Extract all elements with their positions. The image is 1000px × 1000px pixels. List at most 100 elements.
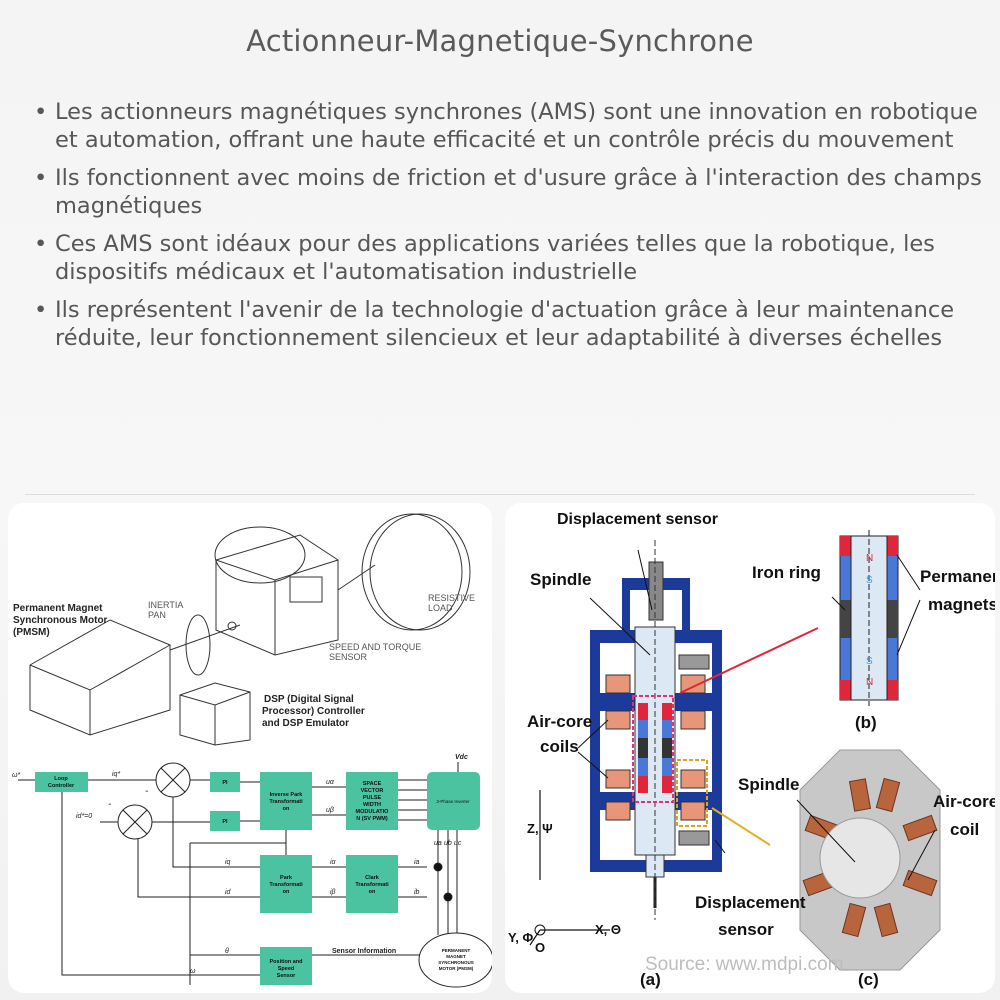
origin-label: O xyxy=(535,940,545,955)
inverter-label: 3-Phase Inverter xyxy=(436,799,470,804)
position-sensor-label: Sensor xyxy=(277,973,297,979)
block-signal-labels: ω* iq* id*=0 - - uα uβ Vdc ua ub uc iq i… xyxy=(12,754,468,975)
pole-n-label: N xyxy=(866,677,873,688)
i-beta-label: iβ xyxy=(330,889,336,896)
dsp-label: DSP (Digital Signal xyxy=(264,694,354,705)
position-sensor-label: Speed xyxy=(278,966,295,972)
pole-s-label: S xyxy=(866,575,873,586)
bullet-item: •Ils fonctionnent avec moins de friction… xyxy=(34,164,984,220)
inverse-park-label: Inverse Park xyxy=(270,792,304,798)
dsp-box-shape xyxy=(179,682,251,746)
bullet-text: Les actionneurs magnétiques synchrones (… xyxy=(55,99,978,153)
ia-label: ia xyxy=(414,859,420,866)
motor-label: SYNCHRONOUS xyxy=(438,960,474,965)
park-label: Transformati xyxy=(269,882,303,888)
divider xyxy=(25,494,975,495)
iq-ref-label: iq* xyxy=(112,771,120,778)
pmsm-label: Synchronous Motor xyxy=(13,615,108,626)
loop-controller-label: Controller xyxy=(48,783,75,789)
phase-label: ub xyxy=(444,840,452,847)
id-ref-label: id*=0 xyxy=(76,813,92,820)
ib-label: ib xyxy=(414,889,420,896)
displacement-sensor-top-shape xyxy=(648,561,664,621)
permanent-magnets-label: Permanent xyxy=(920,567,995,586)
pi-label: PI xyxy=(222,780,228,786)
iron-ring-label: Iron ring xyxy=(752,563,821,582)
axis-z-label: Z, Ψ xyxy=(527,821,553,836)
page-title: Actionneur-Magnetique-Synchrone xyxy=(246,24,754,58)
clark-label: Clark xyxy=(365,875,380,881)
position-sensor-label: Position and xyxy=(270,959,303,965)
pmsm-diagram-svg: Permanent Magnet Synchronous Motor (PMSM… xyxy=(12,513,492,988)
bullet-icon: • xyxy=(34,231,48,257)
motor-box-shape xyxy=(29,619,171,736)
iron-ring-detail: N S S N xyxy=(839,530,899,706)
label-b: (b) xyxy=(855,713,877,732)
park-label: Park xyxy=(280,875,293,881)
sensor-info-label: Sensor Information xyxy=(332,948,396,955)
bullet-item: •Ils représentent l'avenir de la technol… xyxy=(34,296,984,352)
pole-s-label: S xyxy=(866,656,873,667)
bullet-item: •Les actionneurs magnétiques synchrones … xyxy=(34,98,984,154)
sensor-label: SPEED AND TORQUE xyxy=(329,642,421,652)
id-label: id xyxy=(225,889,232,896)
inertia-disk-shape xyxy=(185,614,211,676)
theta-label: θ xyxy=(225,948,229,955)
inertia-label: INERTIA xyxy=(148,600,183,610)
sensor-label: SENSOR xyxy=(329,652,368,662)
source-watermark: Source: www.mdpi.com xyxy=(645,954,844,975)
pole-n-label: N xyxy=(866,553,873,564)
air-core-coil-label: coil xyxy=(950,820,979,839)
loop-controller-label: Loop xyxy=(54,776,68,782)
bullet-text: Ils fonctionnent avec moins de friction … xyxy=(55,165,982,219)
inverse-park-label: Transformati xyxy=(269,799,303,805)
clark-label: Transformati xyxy=(355,882,389,888)
actuator-labels: Displacement sensor Spindle Air-core coi… xyxy=(508,511,995,989)
spindle-c-label: Spindle xyxy=(738,775,799,794)
setup-caps-labels: INERTIA PAN RESISTIVE LOAD SPEED AND TOR… xyxy=(148,593,475,662)
dsp-label: and DSP Emulator xyxy=(262,718,349,729)
phase-label: ua xyxy=(434,840,442,847)
actuator-cross-section-image: N S S N Displacement sensor Spindle Air-… xyxy=(505,503,995,993)
svpwm-label: N (SV PWM) xyxy=(356,816,388,822)
motor-label: MOTOR (PMSM) xyxy=(439,966,474,971)
motor-label: PERMANENT xyxy=(442,948,471,953)
pi-block-d xyxy=(210,811,240,831)
park-block xyxy=(260,855,312,913)
u-alpha-label: uα xyxy=(326,779,335,786)
block-boxes xyxy=(35,772,480,985)
permanent-magnets-label: magnets xyxy=(928,595,995,614)
svpwm-label: MODULATIO xyxy=(356,809,390,815)
bullet-text: Ces AMS sont idéaux pour des application… xyxy=(55,231,935,285)
svpwm-label: SPACE xyxy=(363,781,382,787)
svpwm-label: VECTOR xyxy=(361,788,384,794)
pmsm-control-diagram-image: Permanent Magnet Synchronous Motor (PMSM… xyxy=(8,503,492,993)
svpwm-label: WIDTH xyxy=(363,802,381,808)
iq-label: iq xyxy=(225,859,231,866)
air-core-coil-label: Air-core xyxy=(933,792,995,811)
load-disk-shape xyxy=(369,513,471,631)
omega-ref-label: ω* xyxy=(12,772,20,779)
bullet-item: • Ces AMS sont idéaux pour des applicatio… xyxy=(34,230,984,286)
bullet-icon: • xyxy=(34,297,48,323)
phase-label: uc xyxy=(454,840,462,847)
position-sensor-block xyxy=(260,947,312,985)
block-labels: Loop Controller PI PI Inverse Park Trans… xyxy=(48,776,474,979)
loop-controller-block xyxy=(35,772,88,792)
stator-top-view xyxy=(799,749,941,971)
clark-label: on xyxy=(369,889,376,895)
dsp-label: Processor) Controller xyxy=(262,706,365,717)
pi-block-q xyxy=(210,772,240,792)
permanent-magnets xyxy=(638,703,672,793)
displacement-sensor-bottom-label: sensor xyxy=(718,920,774,939)
air-core-coils xyxy=(605,674,706,821)
pmsm-label: Permanent Magnet xyxy=(13,603,103,614)
minus-label: - xyxy=(108,799,112,810)
setup-drawing xyxy=(29,513,471,746)
actuator-svg: N S S N Displacement sensor Spindle Air-… xyxy=(508,511,995,989)
label-c: (c) xyxy=(858,970,879,989)
air-core-coils-label: coils xyxy=(540,737,579,756)
clark-block xyxy=(346,855,398,913)
svpwm-block xyxy=(346,772,398,830)
i-alpha-label: iα xyxy=(330,859,337,866)
